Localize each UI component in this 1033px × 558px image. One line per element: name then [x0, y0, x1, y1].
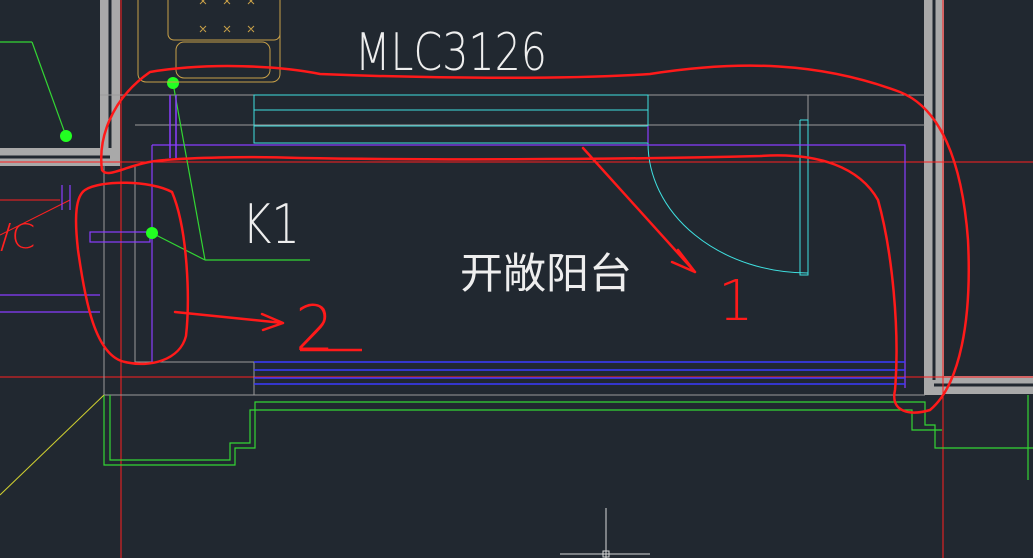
green-outlines	[0, 41, 1033, 480]
balcony-edge-blue	[254, 361, 905, 385]
fixture-marks	[199, 0, 255, 33]
slab-outline	[100, 94, 925, 396]
room-name-label: 开敞阳台	[460, 249, 632, 298]
markup-annotations	[74, 64, 970, 414]
markup-number-1: 1	[718, 269, 754, 334]
markup-arrow-2	[173, 310, 285, 332]
yellow-diagonal	[0, 394, 105, 496]
dimension-marker	[560, 508, 650, 558]
pipe-marks	[169, 95, 177, 158]
markup-outline-2	[74, 181, 190, 366]
dimension-marker-square	[602, 550, 610, 558]
leader-dot	[146, 227, 158, 239]
leader-dots	[60, 77, 179, 239]
door-swing-arc	[647, 142, 809, 274]
window-mlc3126	[253, 94, 809, 276]
window-tag-mlc3126: MLC3126	[355, 23, 547, 83]
leader-dot	[167, 77, 179, 89]
markup-number-2: 2	[295, 292, 334, 365]
wall-hatch	[0, 0, 1033, 387]
door-leaf	[799, 119, 809, 276]
leader-line-2	[172, 82, 206, 261]
partial-tag: /C	[0, 217, 35, 257]
column-tag-k1: K1	[242, 193, 300, 256]
leader-dot	[60, 130, 72, 142]
markup-outline-1	[100, 64, 970, 414]
railing-outline	[0, 126, 906, 388]
fixture-top	[137, 0, 281, 83]
markup-arrow-1	[581, 146, 697, 274]
